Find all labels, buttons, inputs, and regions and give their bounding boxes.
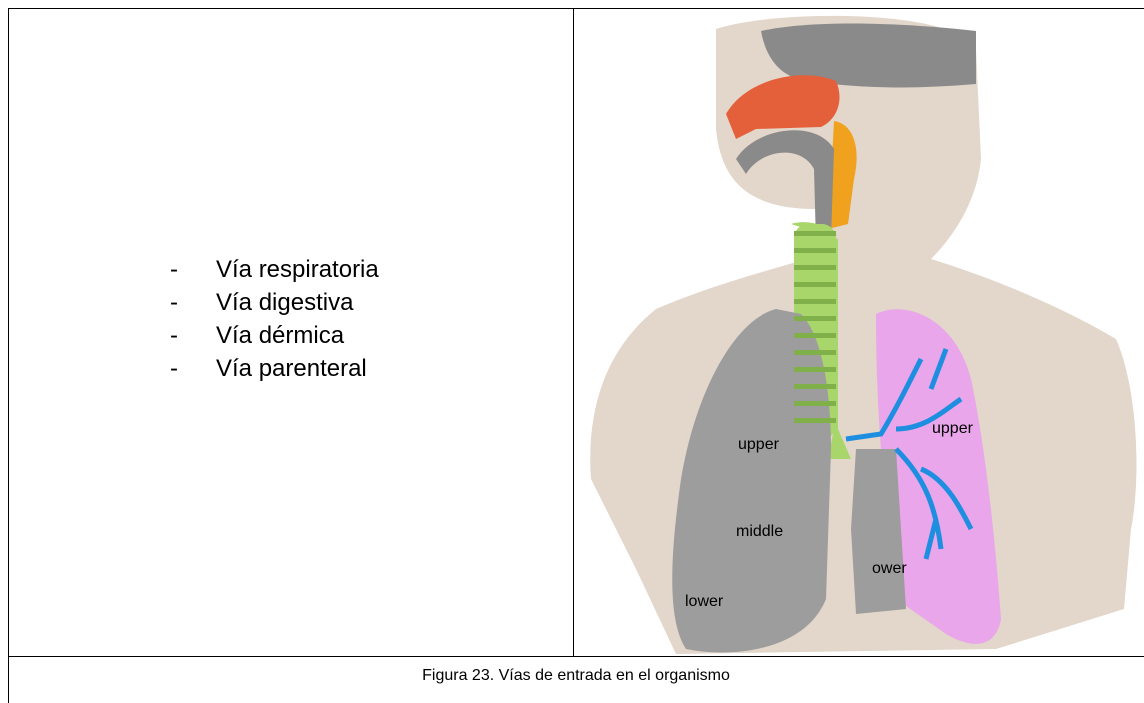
list-bullet: -	[170, 319, 216, 352]
lobe-label-left-lower: lower	[685, 593, 723, 611]
lobe-label-right-upper: upper	[932, 420, 973, 438]
route-label: Vía digestiva	[216, 289, 353, 316]
list-item: -Vía parenteral	[170, 352, 379, 385]
lobe-label-left-middle: middle	[736, 523, 783, 541]
trachea-ring	[794, 367, 836, 372]
lobe-label-right-lower: ower	[872, 560, 907, 578]
respiratory-illustration	[576, 9, 1143, 656]
list-item: -Vía respiratoria	[170, 253, 379, 286]
table-row-divider	[8, 656, 1144, 657]
route-label: Vía respiratoria	[216, 256, 379, 283]
route-label: Vía parenteral	[216, 355, 367, 382]
trachea-ring	[794, 282, 836, 287]
list-item: -Vía digestiva	[170, 286, 379, 319]
trachea-ring	[794, 418, 836, 423]
entry-routes-list: -Vía respiratoria -Vía digestiva -Vía dé…	[170, 253, 379, 385]
list-bullet: -	[170, 352, 216, 385]
table-left-border	[8, 8, 9, 703]
figure-caption: Figura 23. Vías de entrada en el organis…	[8, 666, 1144, 686]
list-bullet: -	[170, 286, 216, 319]
trachea-ring	[794, 299, 836, 304]
table-column-divider	[573, 8, 574, 657]
trachea-ring	[794, 248, 836, 253]
respiratory-system-figure: upper middle lower upper ower	[576, 9, 1143, 656]
trachea-ring	[794, 401, 836, 406]
trachea-ring	[794, 333, 836, 338]
trachea-ring	[794, 231, 836, 236]
trachea-ring	[794, 350, 836, 355]
list-item: -Vía dérmica	[170, 319, 379, 352]
trachea-ring	[794, 316, 836, 321]
trachea-ring	[794, 265, 836, 270]
route-label: Vía dérmica	[216, 322, 344, 349]
list-bullet: -	[170, 253, 216, 286]
lobe-label-left-upper: upper	[738, 436, 779, 454]
trachea-ring	[794, 384, 836, 389]
